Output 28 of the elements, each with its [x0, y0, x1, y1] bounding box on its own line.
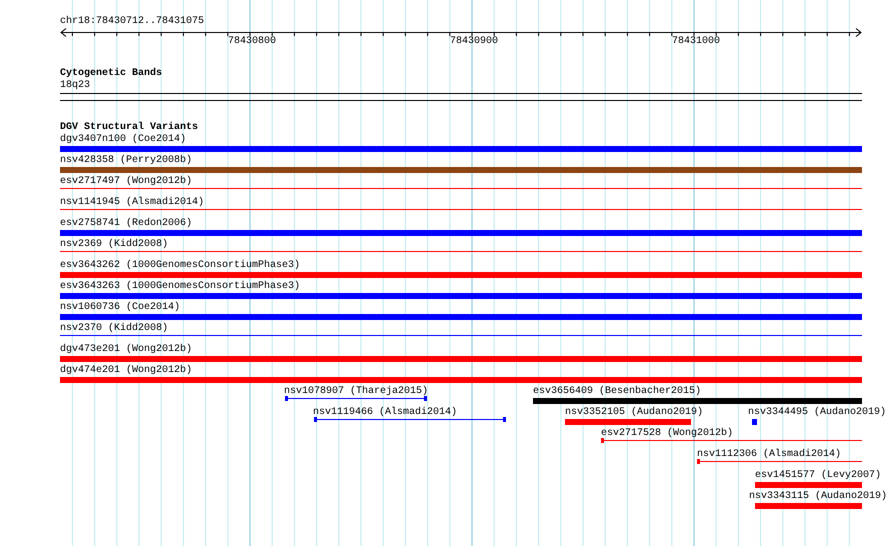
variant-label: dgv473e201 (Wong2012b) [60, 344, 192, 355]
variant-label: nsv3343115 (Audano2019) [749, 491, 888, 502]
variant-label: nsv1112306 (Alsmadi2014) [697, 449, 842, 460]
variant-label: nsv2369 (Kidd2008) [60, 239, 168, 250]
tick-label: 78431000 [672, 36, 720, 47]
variant-label: nsv3344495 (Audano2019) [748, 407, 886, 418]
variant-label: esv3643263 (1000GenomesConsortiumPhase3) [60, 281, 300, 292]
variant-label: nsv3352105 (Audano2019) [565, 407, 704, 418]
variant-label: nsv428358 (Perry2008b) [60, 155, 192, 166]
variant-label: esv1451577 (Levy2007) [755, 470, 882, 481]
variant-label: esv2758741 (Redon2006) [60, 218, 192, 229]
variant-label: esv3656409 (Besenbacher2015) [533, 386, 702, 397]
tick-label: 78430800 [228, 36, 276, 47]
coordinate-range: chr18:78430712..78431075 [60, 16, 204, 27]
tick-label: 78430900 [450, 36, 498, 47]
track-title: Cytogenetic Bands [60, 68, 162, 79]
variant-label: esv2717528 (Wong2012b) [601, 428, 734, 439]
band-label: 18q23 [60, 80, 90, 91]
track-title: DGV Structural Variants [60, 122, 198, 133]
variant-label: nsv1141945 (Alsmadi2014) [60, 197, 204, 208]
variant-label: nsv1060736 (Coe2014) [60, 302, 180, 313]
variant-label: nsv2370 (Kidd2008) [60, 323, 168, 334]
variant-label: dgv3407n100 (Coe2014) [60, 134, 186, 145]
variant-label: esv2717497 (Wong2012b) [60, 176, 192, 187]
variant-label: esv3643262 (1000GenomesConsortiumPhase3) [60, 260, 300, 271]
variant-label: nsv1119466 (Alsmadi2014) [313, 407, 458, 418]
variant-label: dgv474e201 (Wong2012b) [60, 365, 192, 376]
variant-label: nsv1078907 (Thareja2015) [284, 386, 428, 397]
